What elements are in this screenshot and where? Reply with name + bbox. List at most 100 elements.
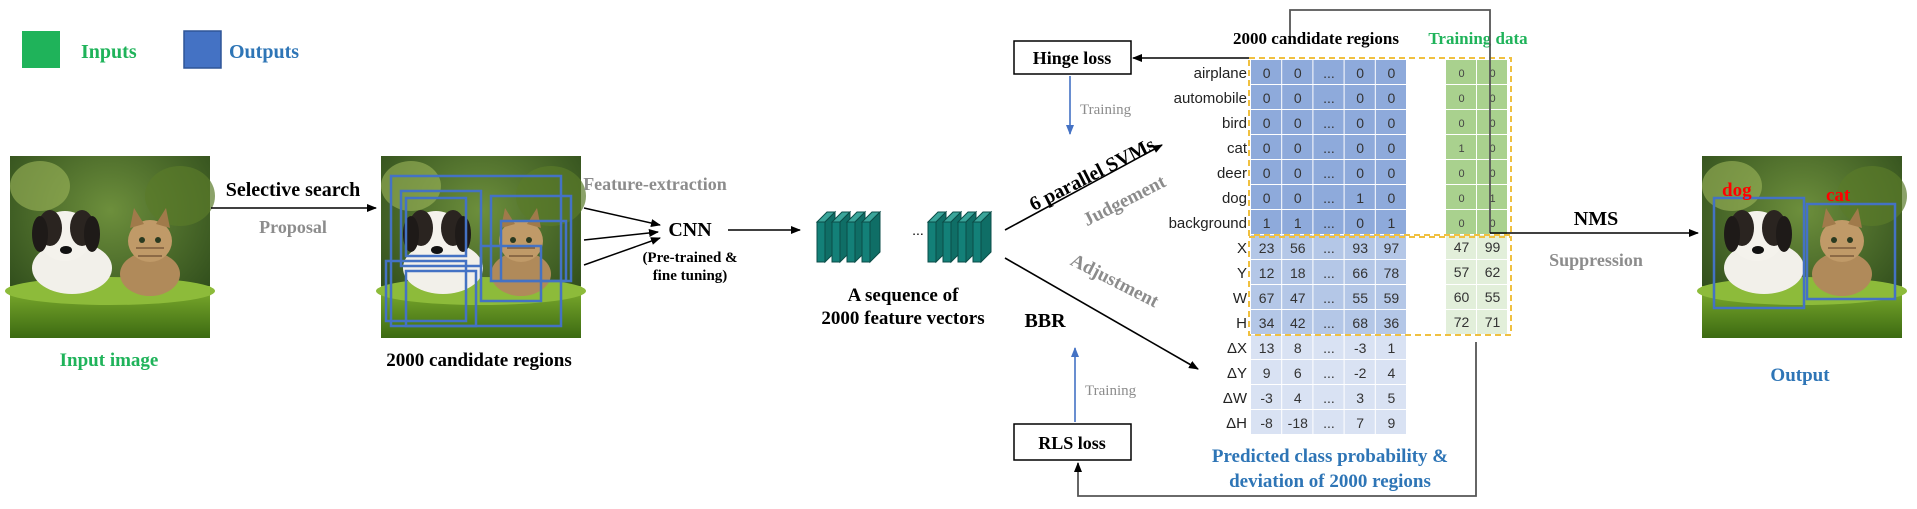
svm-arrow xyxy=(1004,144,1163,231)
table-cell xyxy=(1251,310,1282,334)
row-label: W xyxy=(1233,290,1248,307)
table-cell xyxy=(1282,85,1313,109)
rls-loss-box xyxy=(1013,423,1132,461)
adjustment-label: Adjustment xyxy=(1067,250,1163,313)
table-caption-line1: Predicted class probability & xyxy=(1212,446,1448,467)
table-cell xyxy=(1251,60,1282,84)
cell-value: -18 xyxy=(1288,415,1308,431)
feature-vectors xyxy=(815,210,993,264)
table-cell xyxy=(1251,385,1282,409)
table-cell xyxy=(1282,260,1313,284)
cell-value: -3 xyxy=(1354,340,1367,356)
cell-value: 0 xyxy=(1356,65,1364,81)
box-dashed-box xyxy=(1248,236,1512,336)
cell-value: ... xyxy=(1323,315,1335,331)
table-cell xyxy=(1344,310,1375,334)
training-value: 0 xyxy=(1458,168,1464,180)
table-cell xyxy=(1375,335,1406,359)
cell-value: ... xyxy=(1323,165,1335,181)
table-cell xyxy=(1282,285,1313,309)
cell-value: 9 xyxy=(1263,365,1271,381)
cell-value: 9 xyxy=(1388,415,1396,431)
cell-value: 56 xyxy=(1290,240,1306,256)
training-value: 1 xyxy=(1489,193,1495,205)
table-title: 2000 candidate regions xyxy=(1233,29,1399,48)
cell-value: 78 xyxy=(1384,265,1400,281)
cell-value: 0 xyxy=(1294,165,1302,181)
cell-value: 4 xyxy=(1388,365,1396,381)
training-cell xyxy=(1446,60,1476,84)
cell-value: 0 xyxy=(1294,140,1302,156)
table-cell xyxy=(1375,235,1406,259)
cell-value: 0 xyxy=(1294,90,1302,106)
cell-value: ... xyxy=(1323,140,1335,156)
cell-value: ... xyxy=(1323,240,1335,256)
suppression-label: Suppression xyxy=(1549,250,1643,270)
table-to-nms-line xyxy=(1289,9,1491,233)
training-cell xyxy=(1477,185,1507,209)
row-label: dog xyxy=(1222,190,1247,207)
training-cell xyxy=(1477,210,1507,234)
class-dashed-box xyxy=(1248,57,1512,236)
feature-ellipsis: ... xyxy=(912,222,924,238)
table-cell xyxy=(1282,235,1313,259)
legend-outputs-label: Outputs xyxy=(229,41,299,63)
table-cell xyxy=(1313,335,1344,359)
candidate-regions-caption: 2000 candidate regions xyxy=(386,350,571,371)
cell-value: ... xyxy=(1323,215,1335,231)
legend-inputs-swatch xyxy=(22,31,60,68)
table-cell xyxy=(1375,260,1406,284)
training-cell xyxy=(1477,235,1507,259)
table-cell xyxy=(1282,410,1313,434)
row-label: bird xyxy=(1222,115,1247,132)
input-image xyxy=(4,155,216,339)
cell-value: 13 xyxy=(1259,340,1275,356)
row-label: H xyxy=(1236,315,1247,332)
table-cell xyxy=(1313,310,1344,334)
cnn-input-arrows xyxy=(583,207,661,266)
table-cell xyxy=(1282,160,1313,184)
cell-value: 5 xyxy=(1388,390,1396,406)
cell-value: 97 xyxy=(1384,240,1400,256)
cell-value: 66 xyxy=(1352,265,1368,281)
cell-value: 7 xyxy=(1356,415,1364,431)
cell-value: 0 xyxy=(1356,140,1364,156)
training-value: 0 xyxy=(1489,118,1495,130)
table-cell xyxy=(1282,310,1313,334)
cell-value: 18 xyxy=(1290,265,1306,281)
table-cell xyxy=(1344,210,1375,234)
cell-value: ... xyxy=(1323,265,1335,281)
row-label: background xyxy=(1169,215,1247,232)
cell-value: 0 xyxy=(1388,140,1396,156)
table-cell xyxy=(1313,410,1344,434)
table-caption-line2: deviation of 2000 regions xyxy=(1229,471,1431,492)
table-cell xyxy=(1282,360,1313,384)
row-label: ΔW xyxy=(1223,390,1248,407)
table-cell xyxy=(1375,160,1406,184)
row-label: ΔY xyxy=(1227,365,1247,382)
cell-value: 47 xyxy=(1290,290,1306,306)
training-value: 72 xyxy=(1454,314,1470,330)
output-caption: Output xyxy=(1770,365,1830,386)
cell-value: 34 xyxy=(1259,315,1275,331)
training-value: 0 xyxy=(1458,218,1464,230)
table-cell xyxy=(1375,385,1406,409)
table-cell xyxy=(1251,335,1282,359)
feature-extraction-label: Feature-extraction xyxy=(583,174,727,194)
table-to-rls-line xyxy=(1074,342,1477,497)
bbr-label: BBR xyxy=(1024,310,1066,332)
table-cell xyxy=(1375,135,1406,159)
table-cell xyxy=(1251,410,1282,434)
training-value: 0 xyxy=(1489,168,1495,180)
cell-value: 0 xyxy=(1388,165,1396,181)
table-cell xyxy=(1313,85,1344,109)
training-value: 1 xyxy=(1458,143,1464,155)
cell-value: 1 xyxy=(1388,215,1396,231)
table-cell xyxy=(1313,210,1344,234)
cell-value: 0 xyxy=(1263,140,1271,156)
training-cell xyxy=(1446,85,1476,109)
